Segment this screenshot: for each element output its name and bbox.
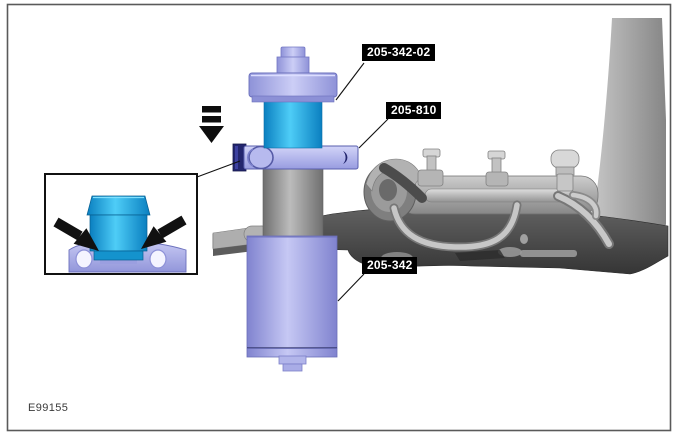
wheel-knuckle-column [570,18,666,247]
inset-bushing-tool [86,195,151,264]
inset-arrow-left-icon [53,217,83,241]
inset-arrow-right-icon [157,215,187,239]
callout-205-342-02: 205-342-02 [362,44,436,61]
leader-lines [196,62,389,302]
figure-code: E99155 [28,402,69,414]
gear-fittings [417,148,580,192]
leader-line-205-810 [358,118,389,149]
inset-arrow-right-head-icon [141,226,167,249]
detail-inset [44,173,198,275]
callout-205-810: 205-810 [386,102,442,119]
callout-205-342: 205-342 [362,257,418,274]
inset-arrow-left-head-icon [73,228,99,251]
tool-205-342-02-cap [248,46,338,103]
inset-leader-line [196,160,241,178]
tool-center-shaft [262,165,324,239]
down-arrow-icon [199,106,224,143]
hydraulic-pipes [379,163,614,252]
figure-border [6,3,672,432]
bar-crescent-mark [343,151,348,164]
tool-205-342-tube [246,235,338,372]
tool-cyan-adapter [263,98,323,149]
gear-tie-bar [424,188,576,203]
tool-205-810-bar [232,143,359,172]
steering-gear-housing [363,158,599,222]
leader-line-205-342-02 [335,62,365,101]
leader-line-205-342 [337,273,365,302]
